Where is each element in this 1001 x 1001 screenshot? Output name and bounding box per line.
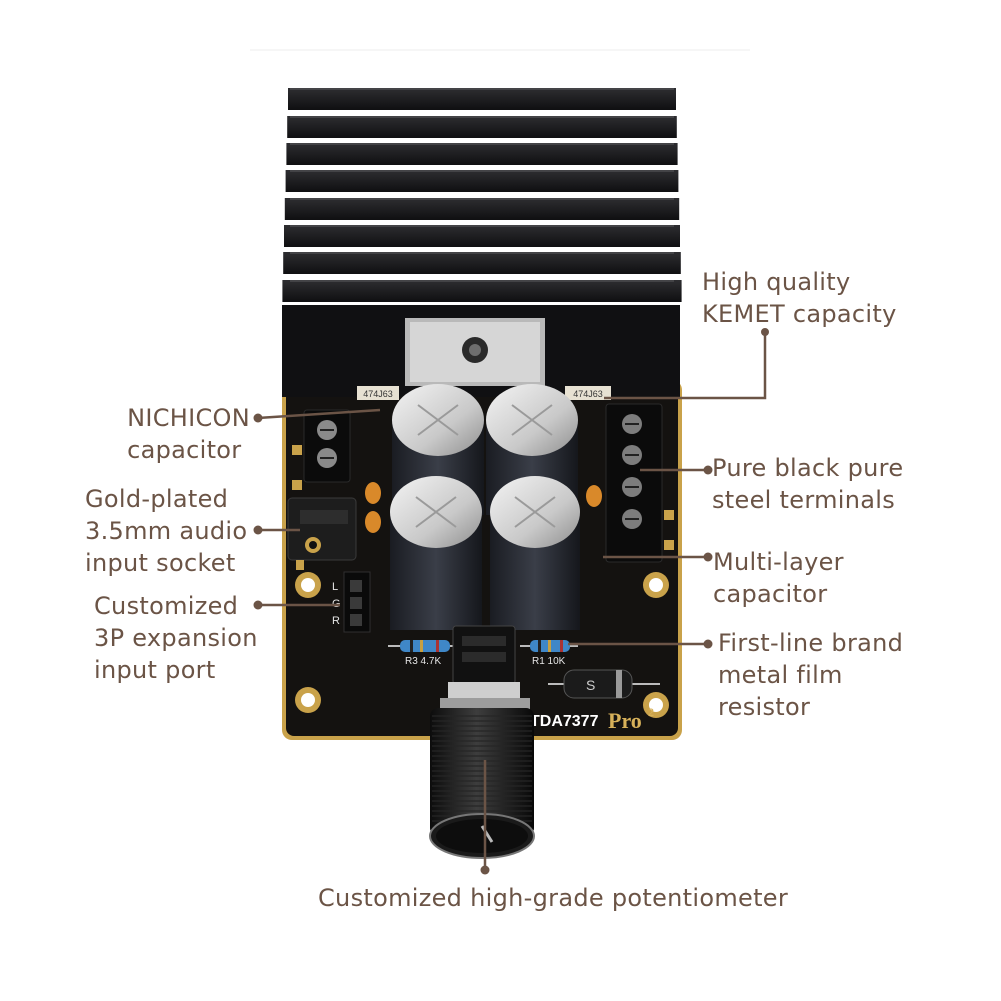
callout-audio-socket-line1: Gold-plated xyxy=(85,485,229,513)
heatsink-fin xyxy=(282,280,682,302)
diode xyxy=(548,669,660,699)
callout-kemet: High quality KEMET capacity xyxy=(702,266,897,330)
callout-expansion-line3: input port xyxy=(94,656,216,684)
callout-nichicon-line2: capacitor xyxy=(127,436,242,464)
heatsink-fin xyxy=(284,225,680,247)
silk-cap-left: 474J63 xyxy=(363,389,393,399)
electrolytic-capacitor-3 xyxy=(390,476,482,630)
board-model-text: TDA7377 xyxy=(530,713,599,730)
callout-multilayer-line2: capacitor xyxy=(713,580,828,608)
audio-jack xyxy=(287,497,357,570)
callout-potentiometer: Customized high-grade potentiometer xyxy=(318,882,788,914)
potentiometer xyxy=(429,625,535,859)
callout-resistor: First-line brand metal film resistor xyxy=(718,627,903,723)
heatsink-fin xyxy=(288,88,676,110)
board-series-text: Pro xyxy=(608,708,642,733)
callout-terminals-line1: Pure black pure xyxy=(712,454,904,482)
callout-terminals-line2: steel terminals xyxy=(712,486,895,514)
heatsink-fin xyxy=(285,170,679,192)
diode-mark: S xyxy=(586,677,595,693)
callout-terminals: Pure black pure steel terminals xyxy=(712,452,903,516)
silk-cap-right: 474J63 xyxy=(573,389,603,399)
callout-dots xyxy=(253,328,769,875)
electrolytic-capacitor-4 xyxy=(490,476,580,630)
board-series-sup: 2 xyxy=(648,705,654,719)
callout-nichicon-line1: NICHICON xyxy=(127,404,250,432)
heatsink-fin xyxy=(287,116,677,138)
callout-multilayer-line1: Multi-layer xyxy=(713,548,844,576)
multilayer-capacitor-left xyxy=(365,482,381,504)
silk-r1: R1 10K xyxy=(532,656,566,667)
heatsink xyxy=(282,88,682,397)
speaker-output-terminals xyxy=(605,403,663,563)
callout-expansion-line1: Customized xyxy=(94,592,239,620)
heatsink-fin xyxy=(286,143,678,165)
knob-ridges xyxy=(432,715,532,822)
multilayer-capacitor-left-2 xyxy=(365,511,381,533)
callout-potentiometer-line1: Customized high-grade potentiometer xyxy=(318,884,789,912)
callout-resistor-line3: resistor xyxy=(718,693,811,721)
multilayer-capacitor-right xyxy=(586,485,602,507)
callout-audio-socket-line2: 3.5mm audio xyxy=(85,517,248,545)
expansion-port-3p xyxy=(343,571,371,633)
input-power-terminal xyxy=(303,409,351,483)
heatsink-fin xyxy=(283,252,681,274)
callout-audio-socket: Gold-plated 3.5mm audio input socket xyxy=(85,483,247,579)
callout-resistor-line1: First-line brand xyxy=(718,629,904,657)
film-capacitor-right xyxy=(565,386,611,400)
callout-lines xyxy=(257,332,767,870)
callout-kemet-line2: KEMET capacity xyxy=(702,300,897,328)
silk-l: L xyxy=(332,581,338,593)
callout-expansion: Customized 3P expansion input port xyxy=(94,590,258,686)
silk-r3: R3 4.7K xyxy=(405,656,441,667)
callout-multilayer: Multi-layer capacitor xyxy=(713,546,844,610)
resistor-r3 xyxy=(388,640,462,652)
silk-r: R xyxy=(332,615,340,627)
heatsink-fin xyxy=(284,198,680,220)
callout-nichicon: NICHICON capacitor xyxy=(127,402,250,466)
resistor-r1 xyxy=(520,640,578,652)
callout-kemet-line1: High quality xyxy=(702,268,851,296)
callout-audio-socket-line3: input socket xyxy=(85,549,236,577)
callout-resistor-line2: metal film xyxy=(718,661,843,689)
callout-expansion-line2: 3P expansion xyxy=(94,624,258,652)
heatsink-fins xyxy=(282,88,682,302)
film-capacitor-left xyxy=(357,386,399,400)
